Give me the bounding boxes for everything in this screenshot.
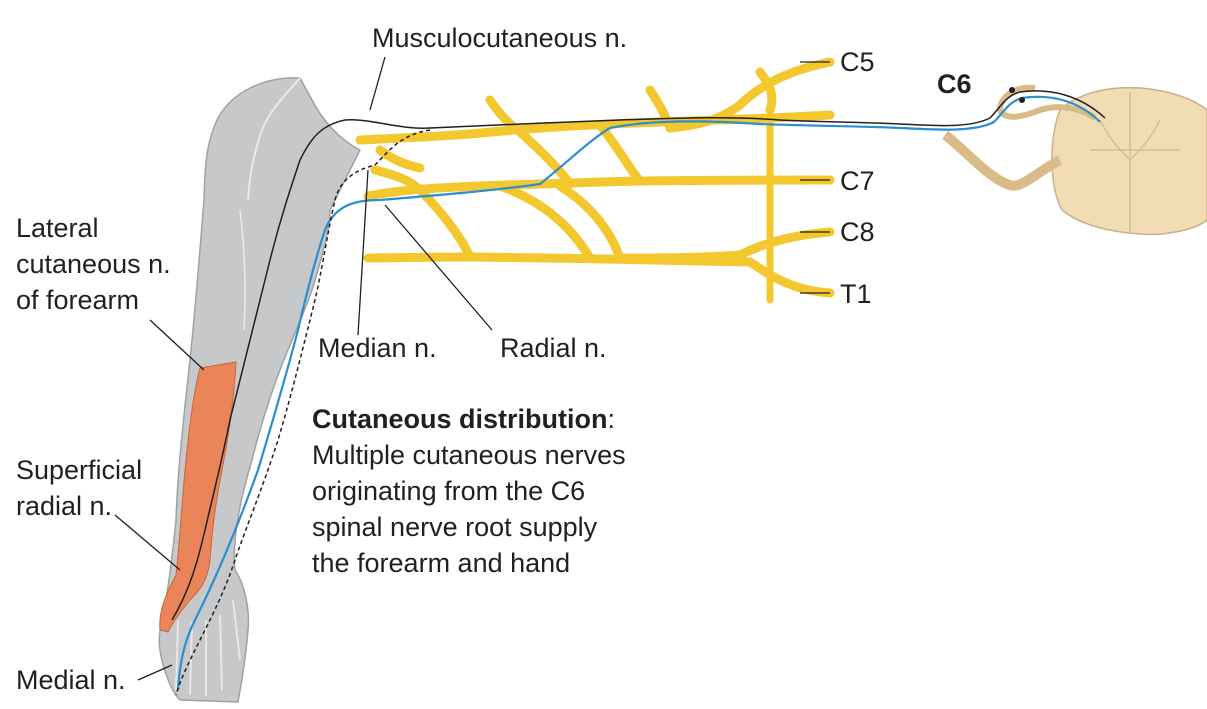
spinal-cord bbox=[942, 84, 1207, 236]
musculocutaneous-pathway bbox=[171, 90, 1106, 621]
description-colon: : bbox=[607, 404, 615, 434]
description-line-4: the forearm and hand bbox=[312, 548, 571, 578]
description-line-2: originating from the C6 bbox=[312, 476, 586, 506]
medial-label: Medial n. bbox=[16, 665, 126, 695]
description-line-1: Multiple cutaneous nerves bbox=[312, 440, 626, 470]
c6-dermatome-region bbox=[159, 361, 237, 633]
radial-label: Radial n. bbox=[500, 333, 607, 363]
c6-pathways bbox=[171, 87, 1106, 696]
t1-label: T1 bbox=[840, 279, 872, 309]
radial-pathway bbox=[176, 95, 1101, 691]
description-heading: Cutaneous distribution bbox=[312, 404, 608, 434]
c6-label: C6 bbox=[937, 69, 972, 99]
median-label: Median n. bbox=[318, 333, 437, 363]
superficial-radial-label-line2: radial n. bbox=[16, 491, 113, 521]
cutaneous-distribution-description: Cutaneous distribution: Multiple cutaneo… bbox=[312, 401, 626, 581]
c5-label: C5 bbox=[840, 47, 875, 77]
description-line-3: spinal nerve root supply bbox=[312, 512, 598, 542]
superficial-radial-label-line1: Superficial bbox=[16, 455, 143, 485]
lateral-cutaneous-label-line3: of forearm bbox=[16, 285, 140, 315]
leader-lines bbox=[114, 56, 830, 681]
musculocutaneous-label: Musculocutaneous n. bbox=[372, 23, 628, 53]
median-pathway bbox=[175, 129, 431, 696]
brachial-plexus bbox=[355, 57, 835, 304]
c7-label: C7 bbox=[840, 166, 875, 196]
lateral-cutaneous-label-line1: Lateral bbox=[16, 213, 99, 243]
c8-label: C8 bbox=[840, 217, 875, 247]
arm-illustration bbox=[158, 77, 362, 703]
lateral-cutaneous-label-line2: cutaneous n. bbox=[16, 249, 171, 279]
